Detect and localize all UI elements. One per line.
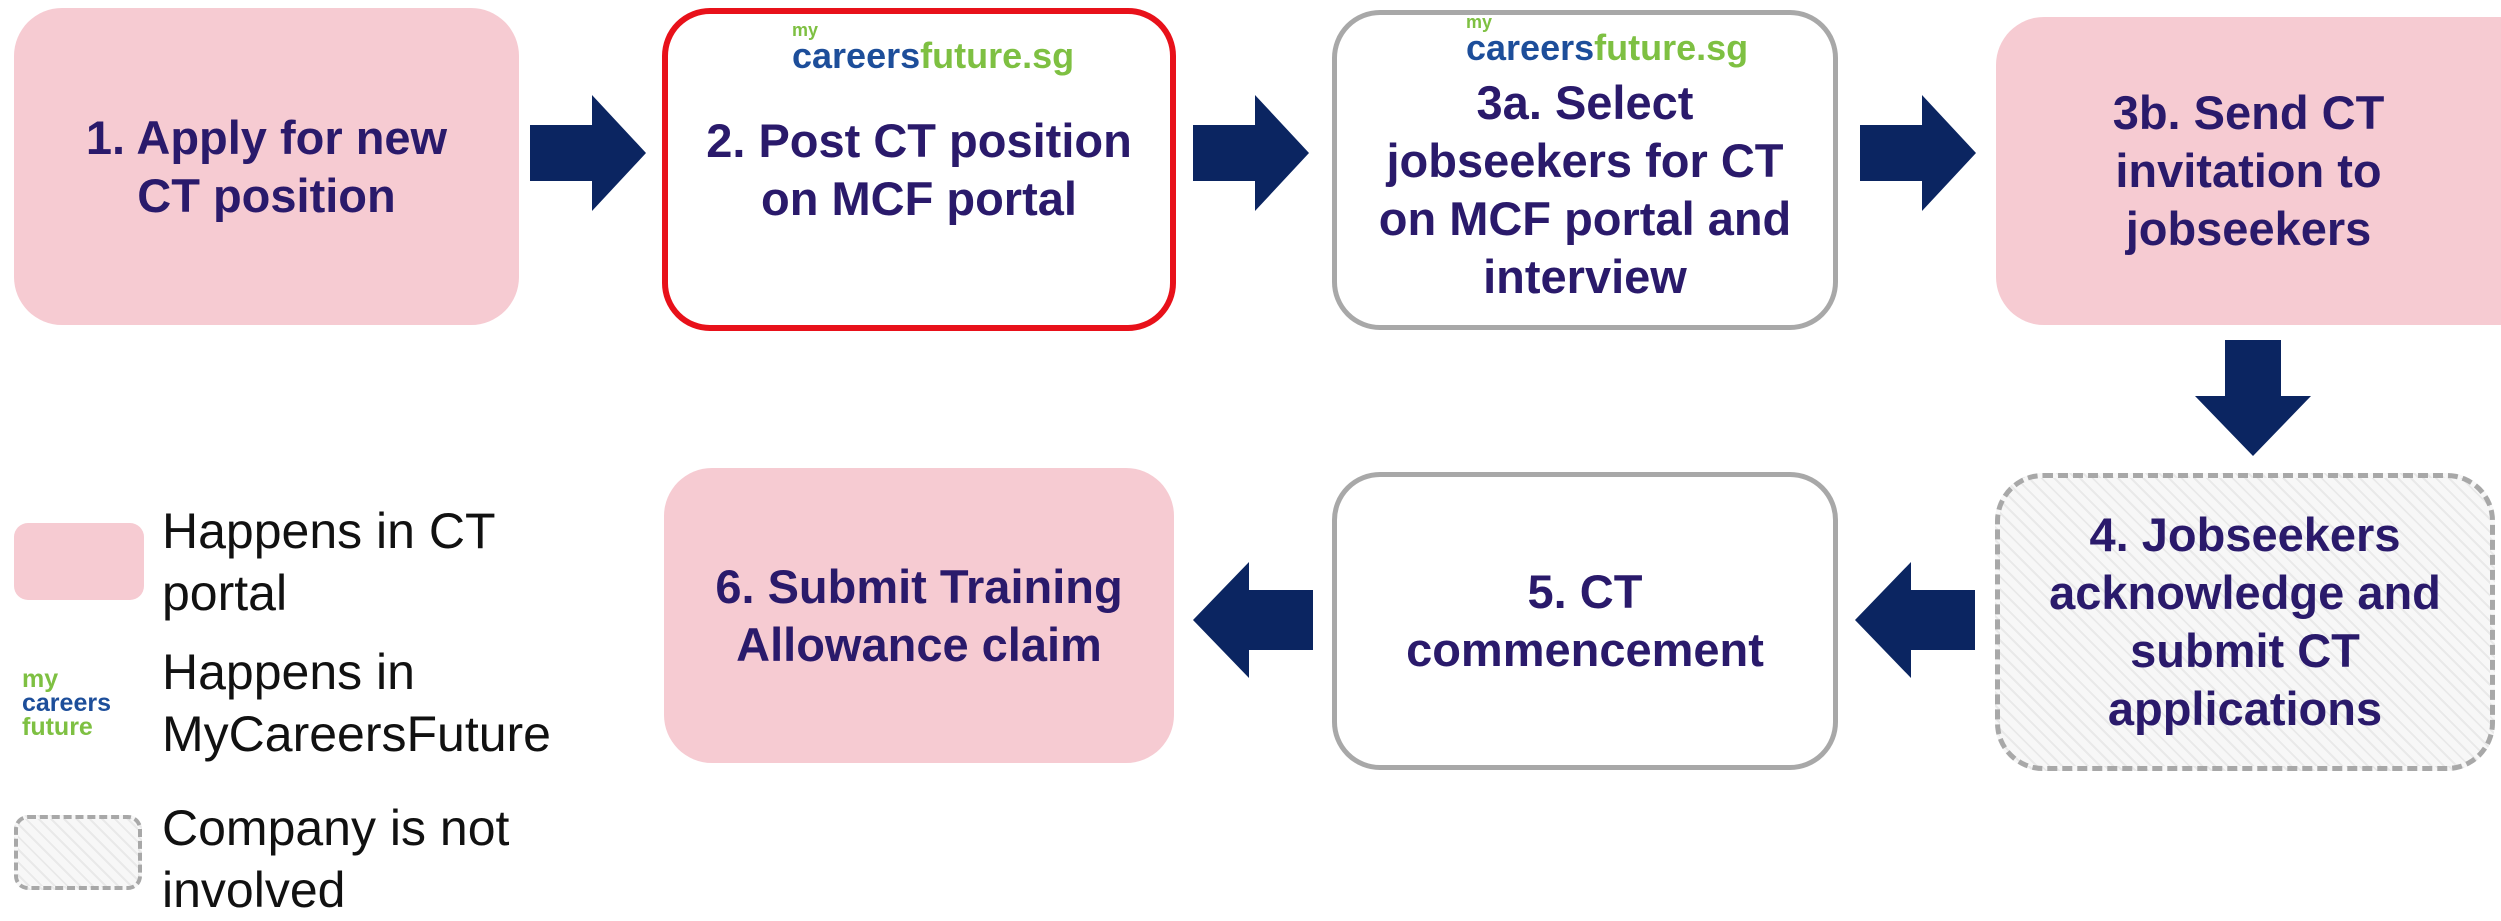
step-5-label: 5. CT commencement: [1406, 565, 1764, 676]
arrow-5-to-6: [1193, 562, 1313, 678]
step-2-label: 2. Post CT position on MCF portal: [706, 113, 1132, 225]
arrow-1-to-2: [530, 95, 646, 211]
legend-text-not-involved: Company is not involved: [162, 800, 510, 918]
legend-swatch-not-involved: [14, 815, 142, 890]
step-3b-box: 3b. Send CT invitation to jobseekers: [1996, 17, 2501, 325]
legend-mcf-logo: my careers future: [22, 665, 111, 741]
step-1-box: 1. Apply for new CT position: [14, 8, 519, 325]
step-3b-label: 3b. Send CT invitation to jobseekers: [2112, 86, 2385, 255]
legend-text-ct-portal: Happens in CT portal: [162, 503, 496, 621]
step-6-label: 6. Submit Training Allowance claim: [715, 559, 1123, 671]
step-3a-label: 3a. Select jobseekers for CT on MCF port…: [1378, 76, 1792, 303]
step-6-box: 6. Submit Training Allowance claim: [664, 468, 1174, 763]
step-5-box: 5. CT commencement: [1332, 472, 1838, 770]
step-3a-box: 3a. Select jobseekers for CT on MCF port…: [1332, 10, 1838, 330]
step-4-box: 4. Jobseekers acknowledge and submit CT …: [1995, 473, 2495, 771]
step-1-label: 1. Apply for new CT position: [85, 110, 448, 222]
arrow-2-to-3a: [1193, 95, 1309, 211]
legend-swatch-ct-portal: [14, 523, 144, 600]
legend-text-mcf: Happens in MyCareersFuture: [162, 644, 551, 762]
step-4-label: 4. Jobseekers acknowledge and submit CT …: [2049, 508, 2441, 735]
arrow-3b-to-4: [2195, 340, 2311, 456]
step-2-box: 2. Post CT position on MCF portal: [662, 8, 1176, 331]
arrow-3a-to-3b: [1860, 95, 1976, 211]
arrow-4-to-5: [1855, 562, 1975, 678]
